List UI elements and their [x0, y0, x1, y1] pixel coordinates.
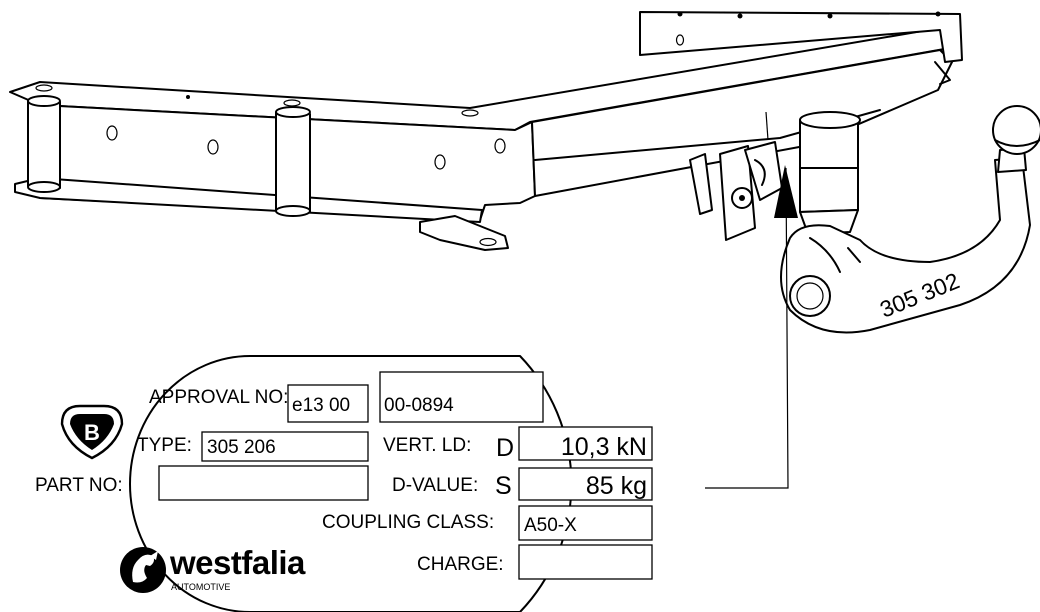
leader-line [705, 167, 789, 489]
approval-label: APPROVAL NO: [149, 387, 288, 408]
charge-label: CHARGE: [417, 554, 504, 575]
tow-bar-frame [9, 11, 963, 251]
part-no-label: PART NO: [35, 475, 123, 496]
d-value-value: 85 kg [586, 472, 647, 500]
tow-ball-arm: 305 302 [780, 105, 1040, 334]
type-value: 305 206 [207, 437, 276, 458]
brand-tagline: AUTOMOTIVE [171, 582, 230, 592]
d-value-field [518, 467, 653, 501]
coupling-class-value: A50-X [524, 515, 577, 536]
part-no-field [158, 465, 369, 501]
coupling-class-field [518, 505, 653, 541]
westfalia-logo: westfalia AUTOMOTIVE [120, 544, 307, 593]
type-field [201, 431, 369, 462]
charge-field [518, 544, 653, 580]
vert-ld-letter: D [496, 434, 514, 462]
approval-prefix-value: e13 00 [292, 395, 350, 416]
vert-ld-field [518, 426, 653, 461]
brand-name: westfalia [169, 544, 306, 581]
d-value-label: D-VALUE: [392, 475, 478, 496]
approval-prefix-field [287, 384, 369, 423]
d-value-letter: S [495, 472, 512, 500]
coupling-class-label: COUPLING CLASS: [322, 512, 494, 533]
badge-letter: B [84, 420, 100, 445]
approval-number-value: 00-0894 [384, 395, 454, 416]
vert-ld-label: VERT. LD: [383, 435, 471, 456]
badge-b-icon: B [60, 404, 124, 460]
release-mechanism [689, 111, 861, 241]
type-label: TYPE: [137, 435, 192, 456]
vert-ld-value: 10,3 kN [561, 433, 647, 461]
identification-plate: B APPROVAL NO: e13 00 00-0894 TYPE: 305 … [35, 355, 653, 612]
approval-number-field [379, 371, 544, 423]
